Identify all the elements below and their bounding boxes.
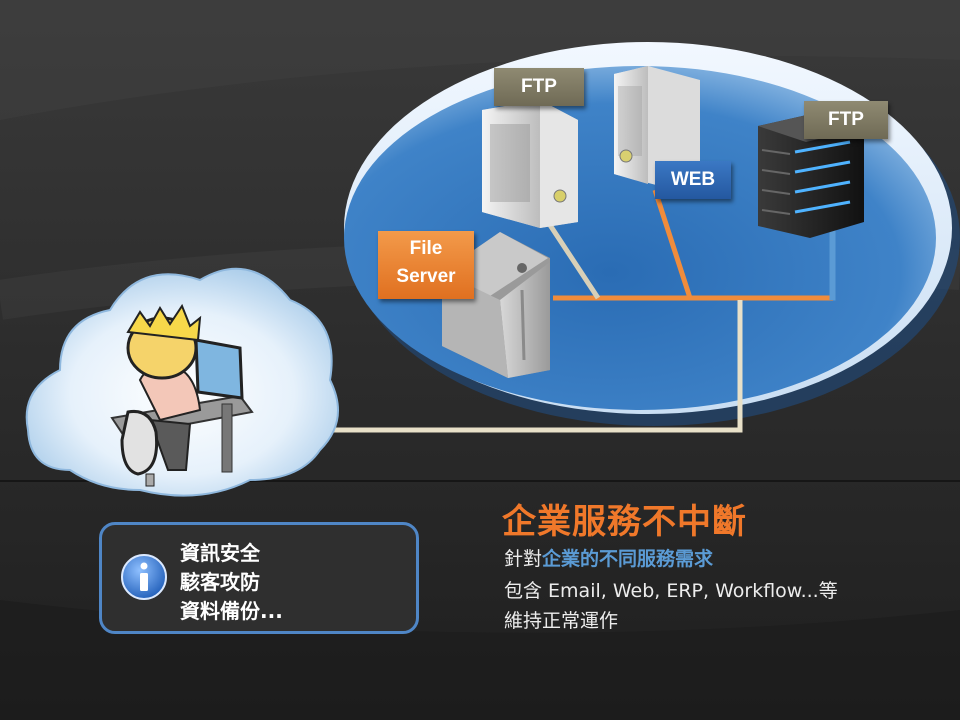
summary-line-2: 包含 Email, Web, ERP, Workflow...等 — [504, 580, 838, 602]
info-icon — [121, 554, 167, 600]
summary-title: 企業服務不中斷 — [502, 502, 747, 542]
summary-line-1-prefix: 針對 — [504, 548, 543, 570]
web-label: WEB — [655, 161, 731, 199]
info-line-1: 資訊安全 — [180, 541, 260, 565]
user-at-computer-icon — [110, 303, 254, 487]
ftp-right-label: FTP — [804, 101, 888, 139]
file-server-label: File Server — [378, 231, 474, 299]
web-server-icon — [614, 66, 700, 186]
info-line-3: 資料備份... — [180, 599, 283, 623]
file-server-label-line2: Server — [396, 266, 456, 287]
ftp-left-label: FTP — [494, 68, 584, 106]
summary-line-1-highlight: 企業的不同服務需求 — [542, 548, 714, 570]
info-line-2: 駭客攻防 — [180, 570, 260, 594]
ftp-server-left-icon — [482, 100, 578, 228]
info-box: 資訊安全 駭客攻防 資料備份... — [99, 522, 419, 634]
file-server-label-line1: File — [409, 238, 443, 259]
summary-line-1: 針對企業的不同服務需求 — [504, 544, 713, 571]
summary-line-3: 維持正常運作 — [504, 610, 619, 632]
